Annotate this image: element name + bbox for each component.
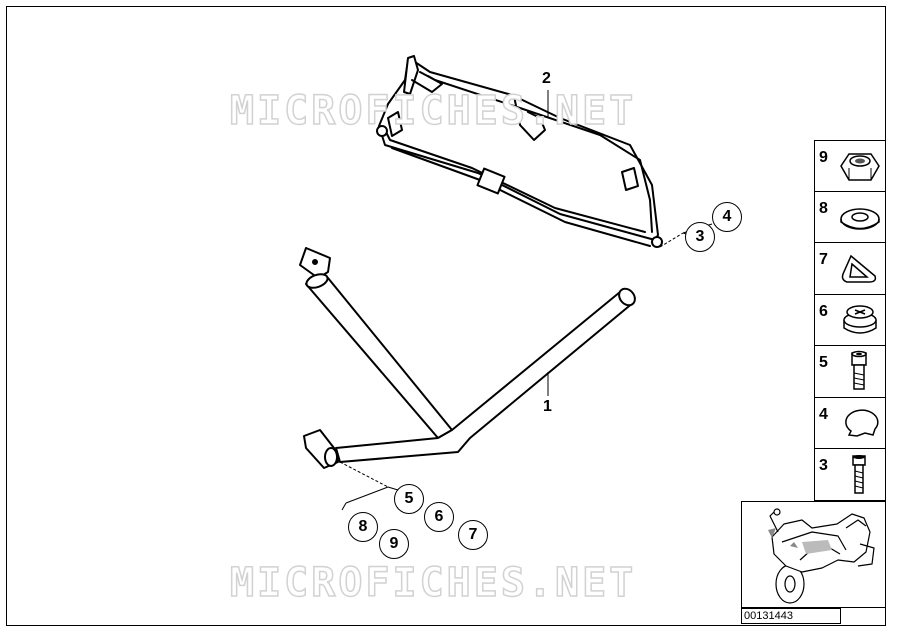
bubble-6: 6: [424, 502, 454, 532]
spring-clip-icon: [845, 408, 879, 437]
cap-plug-icon: [843, 304, 877, 334]
reference-code: 00131443: [741, 608, 841, 624]
callout-part-2: 2: [542, 70, 551, 87]
watermark-top: MICROFICHES.NET: [229, 87, 637, 135]
bubble-9: 9: [379, 529, 409, 559]
legend-number: 3: [819, 457, 828, 474]
motorcycle-thumbnail: [741, 501, 886, 608]
legend-number: 5: [819, 354, 828, 371]
bubble-5: 5: [394, 484, 424, 514]
hex-socket-screw-icon: [851, 350, 867, 390]
bubble-8: 8: [348, 512, 378, 542]
legend-number: 4: [819, 405, 828, 423]
legend-item-7: 7: [814, 243, 886, 295]
hex-nut-icon: [840, 153, 880, 181]
watermark-bottom: MICROFICHES.NET: [229, 559, 637, 607]
legend-item-5: 5: [814, 346, 886, 398]
frame-part-2: [376, 55, 663, 248]
motorcycle-icon: [768, 508, 875, 604]
legend-number: 9: [819, 149, 828, 166]
bubble-4: 4: [712, 202, 742, 232]
triangular-grommet-icon: [841, 254, 877, 283]
legend-item-4: 4: [814, 397, 886, 449]
washer-icon: [840, 207, 880, 230]
legend-item-3: 3: [814, 449, 886, 501]
legend-number: 7: [819, 251, 828, 268]
bubble-3: 3: [685, 222, 715, 252]
legend-number: 8: [819, 199, 828, 217]
long-screw-icon: [852, 455, 866, 494]
legend-item-9: 9: [814, 140, 886, 192]
legend-item-8: 8: [814, 191, 886, 243]
frame-part-1: [299, 247, 636, 469]
legend-item-6: 6: [814, 294, 886, 346]
legend-number: 6: [819, 302, 828, 320]
bubble-7: 7: [458, 520, 488, 550]
parts-legend: 9 8 7 6 5: [814, 140, 886, 501]
callout-part-1: 1: [543, 398, 552, 415]
